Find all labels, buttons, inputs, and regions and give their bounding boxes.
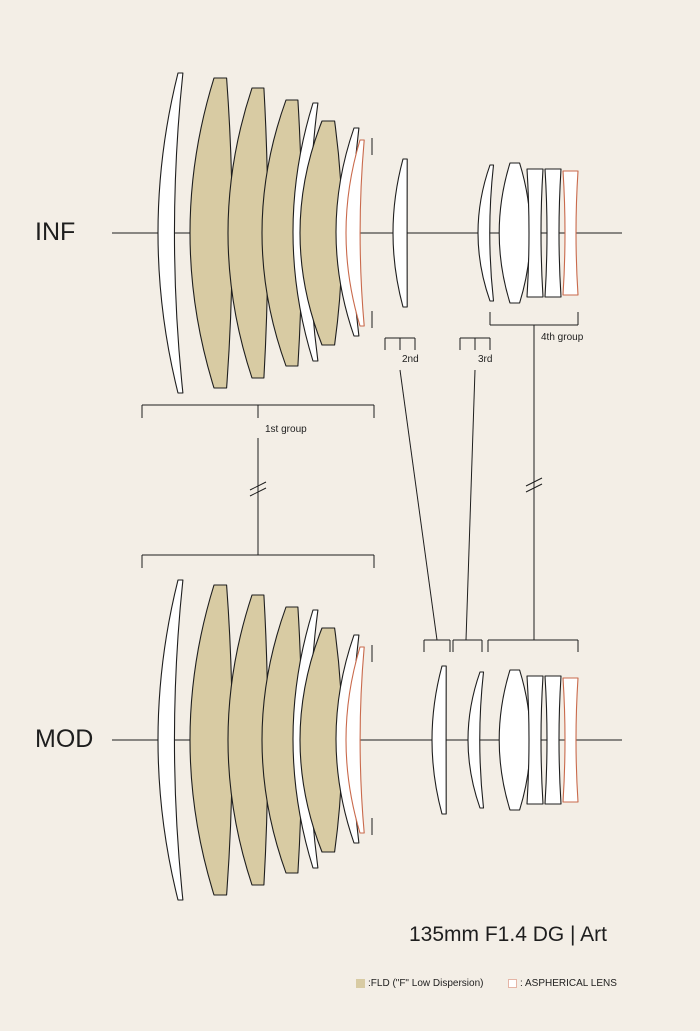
inf-label: INF	[35, 218, 76, 246]
break-mark	[249, 487, 267, 497]
lens-element-fld	[189, 584, 233, 896]
aspherical-lens-element	[562, 677, 579, 803]
lens-element	[467, 671, 485, 809]
lens-element-fld	[189, 77, 233, 389]
lens-element	[157, 579, 184, 901]
fld-swatch	[356, 979, 365, 988]
legend-fld: :FLD ("F" Low Dispersion)	[356, 978, 483, 989]
lens-element	[544, 168, 562, 298]
aspherical-lens-element	[345, 646, 365, 834]
aspherical-swatch	[508, 979, 517, 988]
legend-fld-label: :FLD ("F" Low Dispersion)	[368, 978, 484, 989]
break-mark	[525, 483, 543, 493]
lens-element	[157, 72, 184, 394]
lens-element	[498, 162, 531, 304]
lens-element	[526, 675, 544, 805]
lens-element	[477, 164, 495, 302]
inf-lens-diagram	[112, 72, 622, 394]
connector-2nd	[399, 369, 438, 641]
break-mark	[525, 477, 543, 487]
group-label-4th: 4th group	[541, 332, 584, 343]
lens-title: 135mm F1.4 DG | Art	[409, 923, 608, 946]
group-label-3rd: 3rd	[478, 354, 493, 365]
legend-aspherical: : ASPHERICAL LENS	[508, 978, 617, 989]
aspherical-lens-element	[345, 139, 365, 327]
mod-label: MOD	[35, 725, 94, 753]
lens-element	[431, 665, 447, 815]
group-connector-lines	[141, 312, 579, 652]
lens-element	[392, 158, 408, 308]
aspherical-lens-element	[562, 170, 579, 296]
lens-element	[544, 675, 562, 805]
lens-element	[526, 168, 544, 298]
mod-lens-diagram	[112, 579, 622, 901]
break-mark	[249, 481, 267, 491]
connector-3rd	[465, 369, 476, 641]
legend-aspherical-label: : ASPHERICAL LENS	[520, 978, 617, 989]
group-label-2nd: 2nd	[402, 354, 419, 365]
group-label-1st: 1st group	[265, 424, 307, 435]
lens-element	[498, 669, 531, 811]
